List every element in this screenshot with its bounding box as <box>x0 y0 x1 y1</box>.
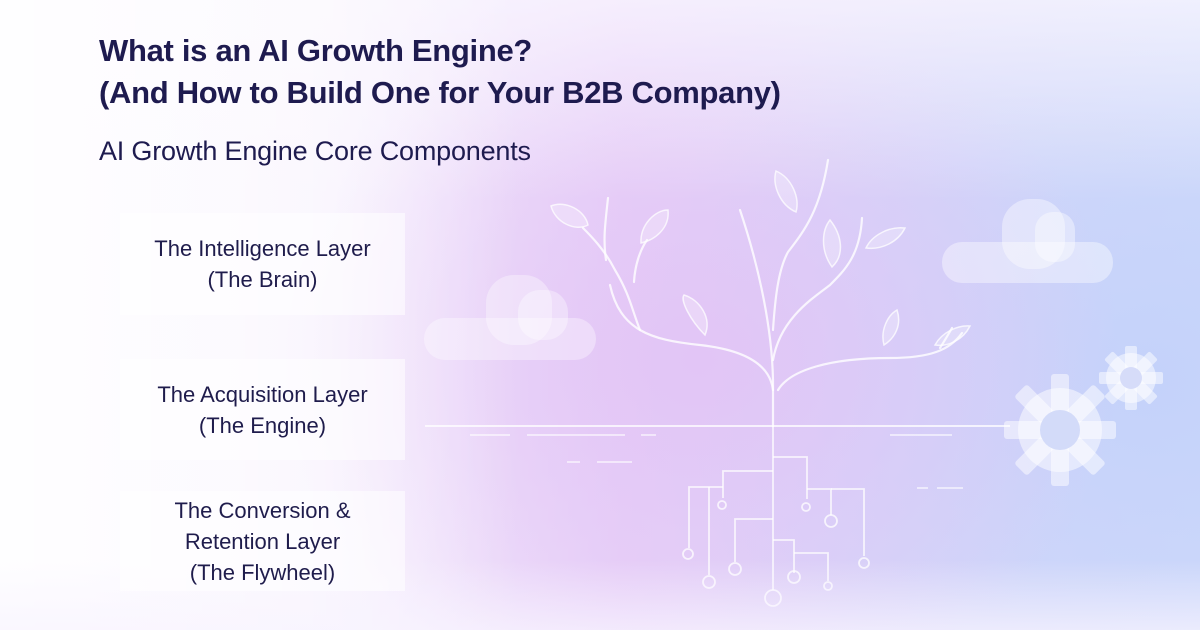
title-line: (And How to Build One for Your B2B Compa… <box>99 75 781 110</box>
card-line: (The Flywheel) <box>189 559 336 585</box>
card-line: Retention Layer <box>184 528 341 554</box>
card-line: (The Engine) <box>198 412 327 438</box>
page-title: What is an AI Growth Engine? (And How to… <box>99 30 781 114</box>
section-subtitle: AI Growth Engine Core Components <box>99 136 531 166</box>
card-line: (The Brain) <box>207 267 318 292</box>
component-card-conversion-retention: The Conversion & Retention Layer (The Fl… <box>120 491 405 591</box>
gear-hole <box>1120 367 1142 389</box>
leaf-icons <box>550 169 972 347</box>
card-line: The Conversion & <box>174 497 351 523</box>
title-line: What is an AI Growth Engine? <box>99 33 533 68</box>
card-line: The Acquisition Layer <box>157 381 368 407</box>
gear-hole <box>1040 410 1080 450</box>
component-card-acquisition: The Acquisition Layer (The Engine) <box>120 359 405 460</box>
cloud-icon <box>942 199 1113 283</box>
card-line: The Intelligence Layer <box>154 236 371 261</box>
tree-icon <box>581 158 964 428</box>
component-card-intelligence: The Intelligence Layer (The Brain) <box>120 213 405 315</box>
